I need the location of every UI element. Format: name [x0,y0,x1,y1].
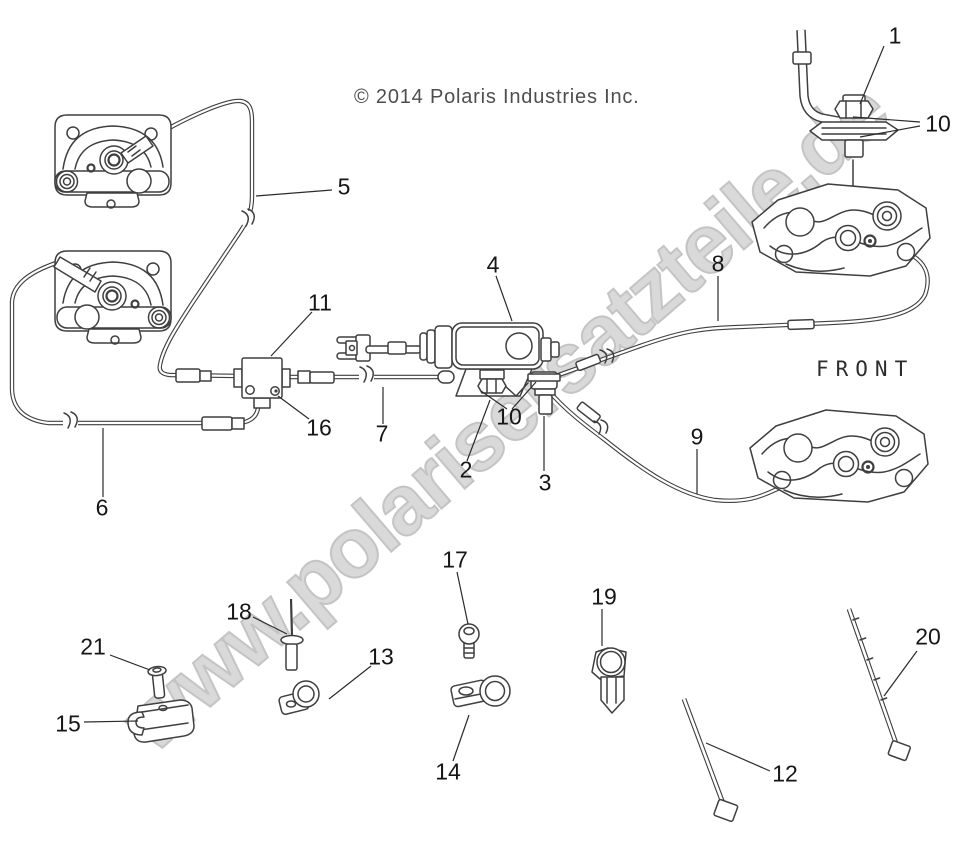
clamp-15 [127,699,195,743]
brake-line-6 [12,263,258,431]
p-clamp-13 [278,680,320,716]
screw-17 [458,623,480,659]
push-rivet-18 [280,598,304,671]
brake-line-5 [150,101,258,376]
outlet-fitting-3 [527,371,561,415]
front-direction-label: FRONT [816,357,915,381]
cable-tie-12 [684,699,739,823]
p-clamp-14 [450,675,511,708]
banjo-bolt-2 [477,369,507,394]
leader-lines [83,45,921,772]
tree-clip-19 [591,647,627,714]
front-caliper-lower [748,408,930,504]
cable-tie-20 [849,609,911,762]
brake-line-7 [175,365,455,384]
rear-caliper-lower [53,249,173,346]
copyright-text: © 2014 Polaris Industries Inc. [354,86,640,108]
junction-block [233,357,291,409]
master-cylinder [336,322,561,415]
rivet-21 [147,665,167,699]
front-caliper-upper [750,182,932,278]
rear-caliper-upper [53,113,173,210]
banjo-assembly-top [792,30,899,213]
